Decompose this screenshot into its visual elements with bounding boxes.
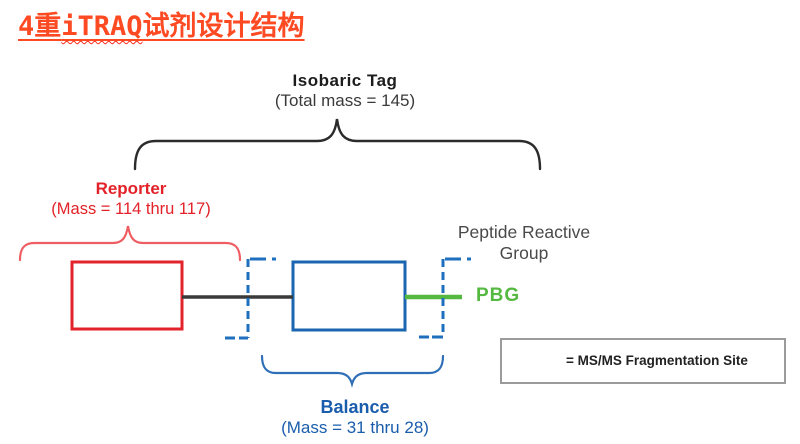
reporter-brace — [18, 225, 242, 262]
reporter-mass-label: (Mass = 114 thru 117) — [51, 199, 211, 218]
peptide-reactive-group-line1: Peptide Reactive — [457, 222, 591, 242]
peptide-reactive-group-label: Peptide Reactive Group — [418, 222, 630, 263]
isobaric-tag-block: Isobaric Tag (Total mass = 145) — [170, 71, 520, 110]
isobaric-tag-brace — [133, 118, 542, 171]
reporter-label: Reporter — [95, 179, 167, 198]
title-suffix: 试剂设计结构 — [142, 11, 305, 42]
title-highlight: iTRAQ — [61, 11, 143, 42]
title-prefix: 4重 — [18, 11, 62, 42]
fragmentation-site-1-icon — [225, 257, 276, 340]
pbg-label: PBG — [476, 285, 521, 306]
balance-box — [291, 260, 407, 332]
isobaric-tag-label: Isobaric Tag — [292, 71, 398, 90]
legend-label: = MS/MS Fragmentation Site — [566, 353, 748, 368]
balance-brace — [260, 354, 445, 388]
page-title: 4重iTRAQ试剂设计结构 — [18, 4, 305, 43]
reporter-block: Reporter (Mass = 114 thru 117) — [8, 179, 254, 218]
fragmentation-site-2-icon — [419, 257, 471, 339]
isobaric-tag-mass-label: (Total mass = 145) — [274, 90, 416, 110]
peptide-reactive-group-line2: Group — [499, 242, 549, 263]
legend-box: = MS/MS Fragmentation Site — [500, 338, 786, 384]
balance-label: Balance — [320, 397, 390, 417]
reporter-box — [70, 260, 184, 331]
balance-block: Balance (Mass = 31 thru 28) — [256, 397, 454, 437]
balance-mass-label: (Mass = 31 thru 28) — [281, 417, 429, 437]
